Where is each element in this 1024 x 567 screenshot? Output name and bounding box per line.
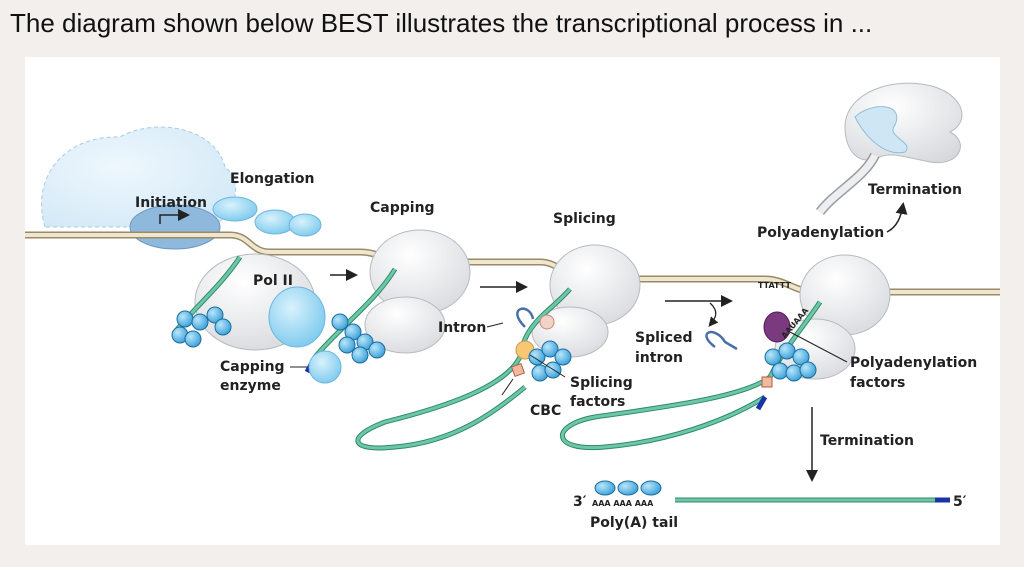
- pol2-complex-splicing: [355, 244, 641, 451]
- label-ttattt: TTATTT: [758, 281, 791, 290]
- label-splicing-factors-1: Splicing: [570, 375, 633, 391]
- label-splicing: Splicing: [553, 211, 616, 227]
- label-termination-bottom: Termination: [820, 433, 914, 449]
- label-cbc: CBC: [530, 403, 561, 419]
- label-capping-enzyme-2: enzyme: [220, 378, 281, 394]
- pol2-complex-capping: [304, 229, 471, 384]
- label-five-prime: 5′: [953, 494, 967, 510]
- question-text: The diagram shown below BEST illustrates…: [10, 8, 873, 38]
- label-capping-enzyme-1: Capping: [220, 359, 285, 375]
- label-polyadenylation: Polyadenylation: [757, 225, 884, 241]
- ctd-beads-1: [171, 306, 232, 348]
- label-polyadenylation-factors-2: factors: [850, 375, 905, 391]
- spliced-intron-loop: [705, 330, 738, 351]
- ctd-beads-4: [764, 342, 817, 382]
- label-splicing-factors-2: factors: [570, 394, 625, 410]
- pol2-complex-elongation: [171, 196, 326, 351]
- ctd-beads-3: [528, 340, 572, 382]
- label-pol2: Pol II: [253, 273, 293, 289]
- released-polymerase: [816, 82, 963, 216]
- dna-strand: [25, 231, 1000, 296]
- label-capping: Capping: [370, 200, 435, 216]
- label-termination-top: Termination: [868, 182, 962, 198]
- label-spliced-intron-2: intron: [635, 350, 683, 366]
- diagram-panel: Elongation Initiation Pol II Capping enz…: [25, 57, 1000, 545]
- label-intron: Intron: [438, 320, 486, 336]
- pol2-complex-polyadenylation: [560, 254, 891, 451]
- label-three-prime: 3′: [573, 494, 587, 510]
- label-spliced-intron-1: Spliced: [635, 330, 693, 346]
- initiation-complex: [41, 126, 237, 250]
- label-polya-tail: Poly(A) tail: [590, 515, 678, 531]
- mature-mrna: [594, 480, 950, 503]
- label-polyadenylation-factors-1: Polyadenylation: [850, 355, 977, 371]
- label-initiation: Initiation: [135, 195, 207, 211]
- label-elongation: Elongation: [230, 171, 315, 187]
- label-polya-seq: AAA AAA AAA: [592, 499, 654, 508]
- transcription-diagram: Elongation Initiation Pol II Capping enz…: [25, 82, 1000, 531]
- ctd-beads-2: [331, 313, 386, 364]
